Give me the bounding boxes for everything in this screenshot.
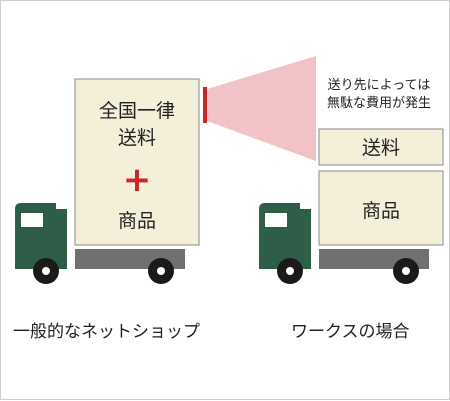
callout-text-line1: 送り先によっては bbox=[328, 78, 431, 93]
right-truck-window bbox=[265, 213, 287, 227]
wasted-space-wedge bbox=[207, 56, 316, 161]
right-cargo-text-goods: 商品 bbox=[362, 200, 400, 222]
right-caption: ワークスの場合 bbox=[291, 322, 410, 342]
left-truck-rear-wheel bbox=[148, 258, 174, 284]
right-truck-front-wheel bbox=[277, 258, 303, 284]
right-truck: 送料 商品 bbox=[259, 128, 444, 284]
left-truck-window bbox=[21, 213, 43, 227]
right-cargo-goods-box bbox=[318, 170, 444, 246]
left-truck-cargo bbox=[74, 78, 200, 246]
right-cargo-shipping-box bbox=[318, 128, 444, 166]
left-cargo-text-goods: 商品 bbox=[118, 210, 156, 232]
left-cargo-text-shipping: 送料 bbox=[118, 127, 156, 149]
left-caption: 一般的なネットショップ bbox=[13, 322, 200, 342]
left-truck-front-wheel bbox=[33, 258, 59, 284]
right-truck-rear-wheel bbox=[393, 258, 419, 284]
left-truck: 全国一律 送料 + 商品 bbox=[15, 78, 207, 284]
plus-icon: + bbox=[123, 160, 152, 200]
callout-text-line2: 無駄な費用が発生 bbox=[327, 96, 431, 111]
right-cargo-text-shipping: 送料 bbox=[362, 137, 400, 159]
left-cargo-text-flatrate: 全国一律 bbox=[99, 100, 175, 122]
